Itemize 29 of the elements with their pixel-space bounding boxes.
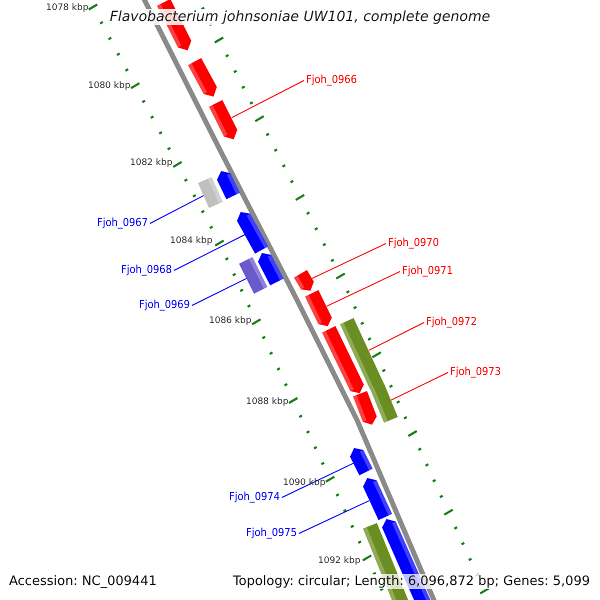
gene-label: Fjoh_0971 [402, 264, 453, 277]
scale-label: 1078 kbp [46, 3, 88, 14]
gene-label: Fjoh_0975 [246, 526, 297, 539]
leader-line [191, 278, 248, 306]
leader-line [310, 243, 386, 280]
scale-label: 1080 kbp [88, 81, 130, 92]
leader-line [173, 234, 246, 271]
gene-label: Fjoh_0966 [306, 73, 357, 86]
leader-line [149, 195, 204, 224]
scale-label: 1092 kbp [318, 556, 360, 567]
gene-label: Fjoh_0967 [97, 216, 148, 229]
scale-label: 1082 kbp [130, 158, 172, 169]
footer-text: Accession: NC_009441 [9, 574, 157, 589]
leader-line [298, 500, 370, 534]
scale-label: 1084 kbp [170, 236, 212, 247]
gene-label: Fjoh_0969 [139, 298, 190, 311]
leader-line [231, 80, 304, 118]
scale-label: 1086 kbp [209, 316, 252, 327]
gene-label: Fjoh_0968 [121, 263, 172, 276]
gene-label: Fjoh_0974 [229, 490, 280, 503]
gene-label: Fjoh_0972 [426, 315, 477, 328]
gene-label: Fjoh_0970 [388, 236, 439, 249]
leader-line [390, 372, 448, 401]
leader-line [368, 322, 424, 351]
gene-label: Fjoh_0973 [450, 365, 501, 378]
scale-label: 1090 kbp [283, 478, 326, 489]
leader-line [326, 271, 400, 307]
leader-line [281, 462, 354, 498]
scale-label: 1088 kbp [246, 397, 288, 408]
